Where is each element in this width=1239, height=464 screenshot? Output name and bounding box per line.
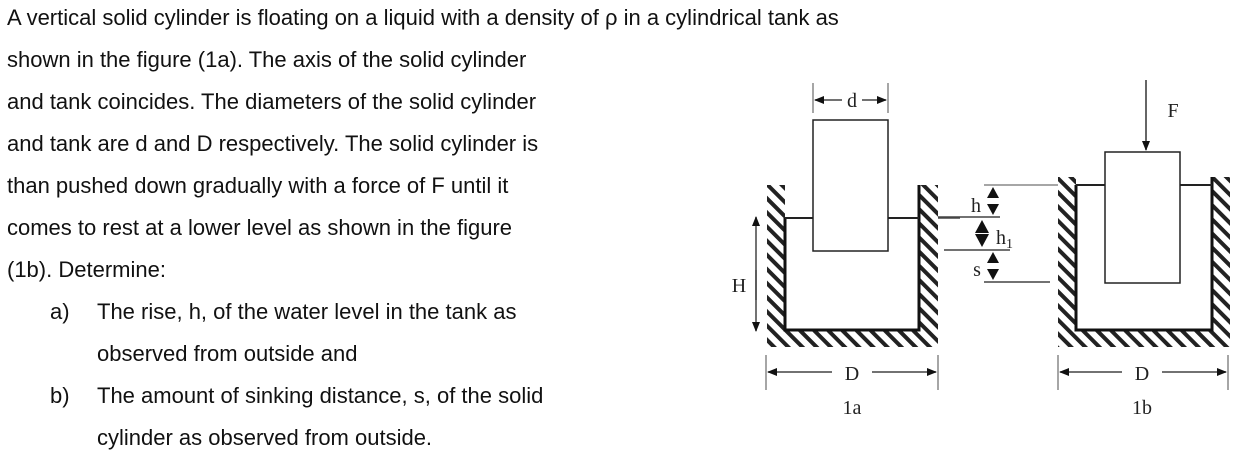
- item-a-line-1: The rise, h, of the water level in the t…: [97, 299, 517, 324]
- tank-bottom-1a: [767, 330, 938, 347]
- h1-arrow-up: [975, 220, 989, 233]
- intro-line-3: and tank coincides. The diameters of the…: [7, 89, 537, 114]
- s-arrow-down: [987, 269, 999, 280]
- intro-line-7: (1b). Determine:: [7, 257, 166, 282]
- intro-line-4: and tank are d and D respectively. The s…: [7, 131, 539, 156]
- intro-line-2: shown in the figure (1a). The axis of th…: [7, 47, 527, 72]
- solid-cylinder-1b: [1104, 151, 1181, 284]
- H-label: H: [732, 275, 746, 297]
- h-arrow-down: [987, 204, 999, 215]
- tank-left-wall-1a: [767, 185, 785, 346]
- solid-cylinder-1a: [812, 119, 889, 252]
- s-label: s: [973, 259, 981, 281]
- s-arrow-up: [987, 252, 999, 263]
- tank-right-wall-1b: [1212, 177, 1230, 346]
- intro-line-1: A vertical solid cylinder is floating on…: [7, 5, 839, 30]
- tank-inner-outline-1a: [783, 185, 921, 332]
- F-label: F: [1167, 100, 1178, 122]
- h1-label: h1: [996, 227, 1013, 252]
- h-label: h: [971, 195, 981, 217]
- item-b-label: b): [50, 383, 70, 408]
- D-label-1a: D: [845, 363, 859, 385]
- figure-1b: F D 1b: [1057, 80, 1230, 419]
- D-label-1b: D: [1135, 363, 1149, 385]
- tank-inner-outline-1b: [1074, 177, 1214, 332]
- d-label: d: [847, 90, 857, 112]
- item-a-line-2: observed from outside and: [97, 341, 358, 366]
- item-b-line-1: The amount of sinking distance, s, of th…: [97, 383, 544, 408]
- intro-line-6: comes to rest at a lower level as shown …: [7, 215, 513, 240]
- figure-1a: d H D 1a: [729, 83, 960, 419]
- item-a-label: a): [50, 299, 70, 324]
- h1-arrow-down: [975, 234, 989, 247]
- caption-1a: 1a: [843, 397, 862, 419]
- intro-line-5: than pushed down gradually with a force …: [7, 173, 509, 198]
- level-dimensions: h h1 s: [938, 184, 1058, 283]
- tank-bottom-1b: [1058, 330, 1230, 347]
- caption-1b: 1b: [1132, 397, 1152, 419]
- tank-right-wall-1a: [919, 185, 938, 346]
- item-b-line-2: cylinder as observed from outside.: [97, 425, 433, 450]
- tank-left-wall-1b: [1058, 177, 1076, 346]
- h-arrow-up: [987, 187, 999, 198]
